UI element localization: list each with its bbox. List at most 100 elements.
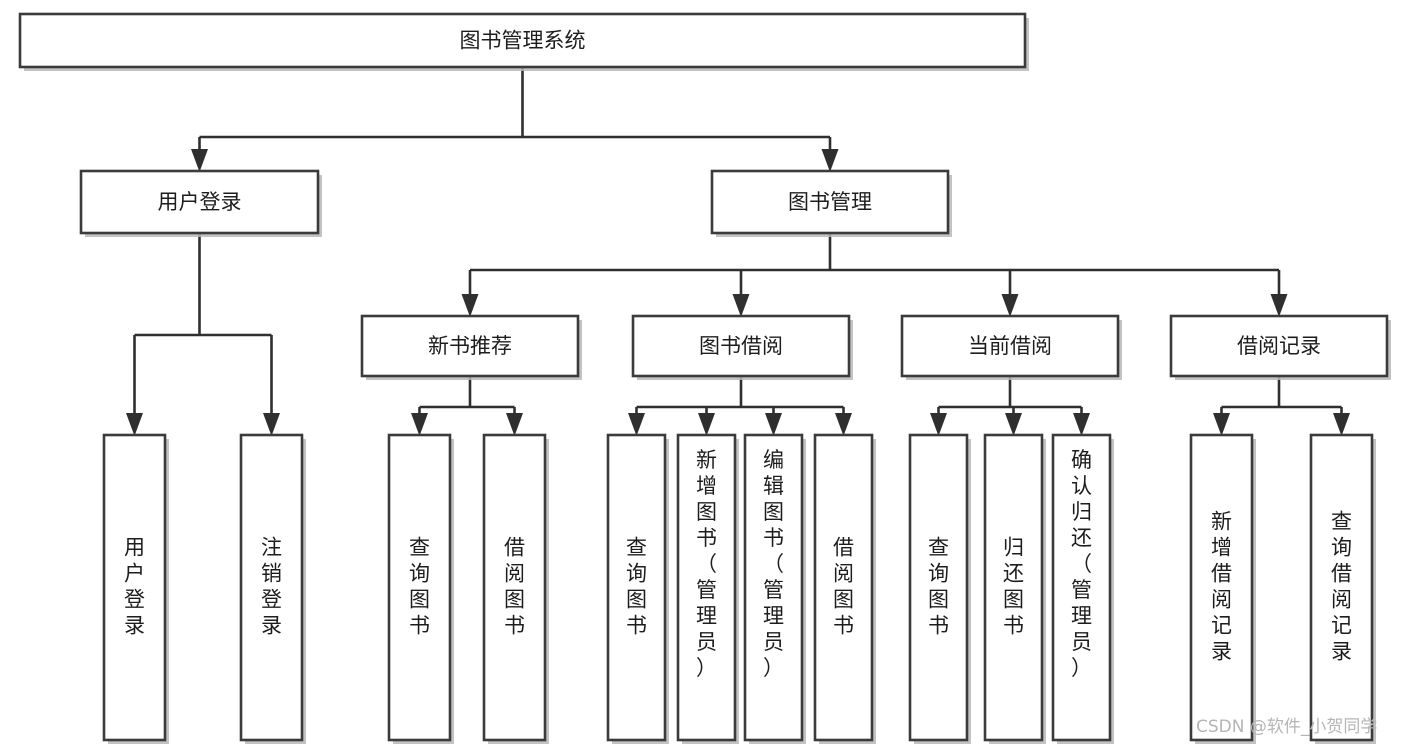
node-current-borrow[interactable]: 当前借阅 <box>900 314 1122 380</box>
node-label-char: 图 <box>833 588 854 612</box>
node-box[interactable] <box>360 314 580 378</box>
node-leaf-user-login[interactable]: 用户登录 <box>102 433 169 744</box>
node-label-char: 归 <box>1003 536 1024 560</box>
node-label-char: 员 <box>696 630 717 654</box>
edge-arrowhead <box>1001 294 1019 317</box>
node-label-char: 管 <box>763 578 784 602</box>
edge-group-borrow-record <box>1213 376 1350 436</box>
node-label-char: 员 <box>763 630 784 654</box>
node-label-char: 增 <box>696 474 717 498</box>
node-label-char: 阅 <box>1211 588 1232 612</box>
node-box[interactable] <box>387 433 452 742</box>
edge-arrowhead <box>1073 413 1090 436</box>
edge-arrowhead <box>411 413 428 436</box>
edge-arrowhead <box>461 294 479 317</box>
node-box[interactable] <box>908 433 969 742</box>
node-box[interactable] <box>710 169 950 235</box>
edge-group-root <box>191 67 839 172</box>
node-box[interactable] <box>18 12 1027 69</box>
node-label-char: 图 <box>1003 588 1024 612</box>
node-user-login[interactable]: 用户登录 <box>79 169 322 237</box>
node-label-char: 图 <box>763 500 784 524</box>
node-label-char: 查 <box>626 536 647 560</box>
node-label-char: 询 <box>1331 536 1352 560</box>
node-label-char: ） <box>763 656 784 680</box>
node-new-book-rec[interactable]: 新书推荐 <box>360 314 582 380</box>
node-book-manage[interactable]: 图书管理 <box>710 169 952 237</box>
node-label-char: 借 <box>1331 562 1352 586</box>
node-label-char: 理 <box>1071 604 1092 628</box>
node-label-char: 户 <box>124 562 145 586</box>
node-root[interactable]: 图书管理系统 <box>18 12 1029 71</box>
node-label-char: 销 <box>261 562 282 586</box>
node-book-borrow[interactable]: 图书借阅 <box>631 314 853 380</box>
node-borrow-record[interactable]: 借阅记录 <box>1169 314 1391 380</box>
node-label-char: 认 <box>1071 474 1092 498</box>
node-label-char: 询 <box>928 562 949 586</box>
node-label-char: 查 <box>1331 510 1352 534</box>
node-box[interactable] <box>102 433 167 742</box>
node-label-char: 书 <box>626 614 647 638</box>
edge-arrowhead <box>732 294 750 317</box>
node-label-char: 新 <box>1211 510 1232 534</box>
node-label-char: 注 <box>261 536 282 560</box>
node-label-char: 员 <box>1071 630 1092 654</box>
edge-arrowhead <box>1270 294 1288 317</box>
node-box[interactable] <box>1051 433 1112 742</box>
node-box[interactable] <box>983 433 1044 742</box>
edge-group-current-borrow <box>930 376 1090 436</box>
node-box[interactable] <box>1189 433 1254 742</box>
node-label-char: 查 <box>928 536 949 560</box>
node-label-char: 管 <box>696 578 717 602</box>
node-label-char: 录 <box>124 614 145 638</box>
node-label-char: 阅 <box>1331 588 1352 612</box>
node-box[interactable] <box>1309 433 1374 742</box>
node-label-char: 录 <box>1331 640 1352 664</box>
node-label-char: 借 <box>1211 562 1232 586</box>
node-box[interactable] <box>676 433 737 742</box>
node-label-char: ） <box>1071 656 1092 680</box>
node-label-char: 书 <box>928 614 949 638</box>
edge-arrowhead <box>821 149 839 172</box>
node-box[interactable] <box>1169 314 1389 378</box>
node-label: 当前借阅 <box>968 334 1052 358</box>
edge-arrowhead <box>506 413 523 436</box>
node-box[interactable] <box>606 433 667 742</box>
node-box[interactable] <box>482 433 547 742</box>
node-label-char: ） <box>696 656 717 680</box>
node-label-char: 新 <box>696 448 717 472</box>
node-label: 图书管理 <box>788 190 872 214</box>
node-label-char: 增 <box>1211 536 1232 560</box>
node-box[interactable] <box>813 433 874 742</box>
edge-arrowhead <box>1333 413 1350 436</box>
edge-group-new-book-rec <box>411 376 523 436</box>
node-label-char: 书 <box>409 614 430 638</box>
edge-arrowhead <box>1213 413 1230 436</box>
edge-arrowhead <box>930 413 947 436</box>
node-label-char: （ <box>763 552 784 576</box>
node-box[interactable] <box>900 314 1120 378</box>
node-label-char: 图 <box>696 500 717 524</box>
node-label-char: 查 <box>409 536 430 560</box>
node-box[interactable] <box>743 433 804 742</box>
edge-arrowhead <box>191 149 208 172</box>
node-label-char: 登 <box>124 588 145 612</box>
node-box[interactable] <box>79 169 320 235</box>
node-label-char: 还 <box>1003 562 1024 586</box>
node-box[interactable] <box>239 433 304 742</box>
node-box[interactable] <box>631 314 851 378</box>
edge-group-book-manage <box>461 233 1288 317</box>
